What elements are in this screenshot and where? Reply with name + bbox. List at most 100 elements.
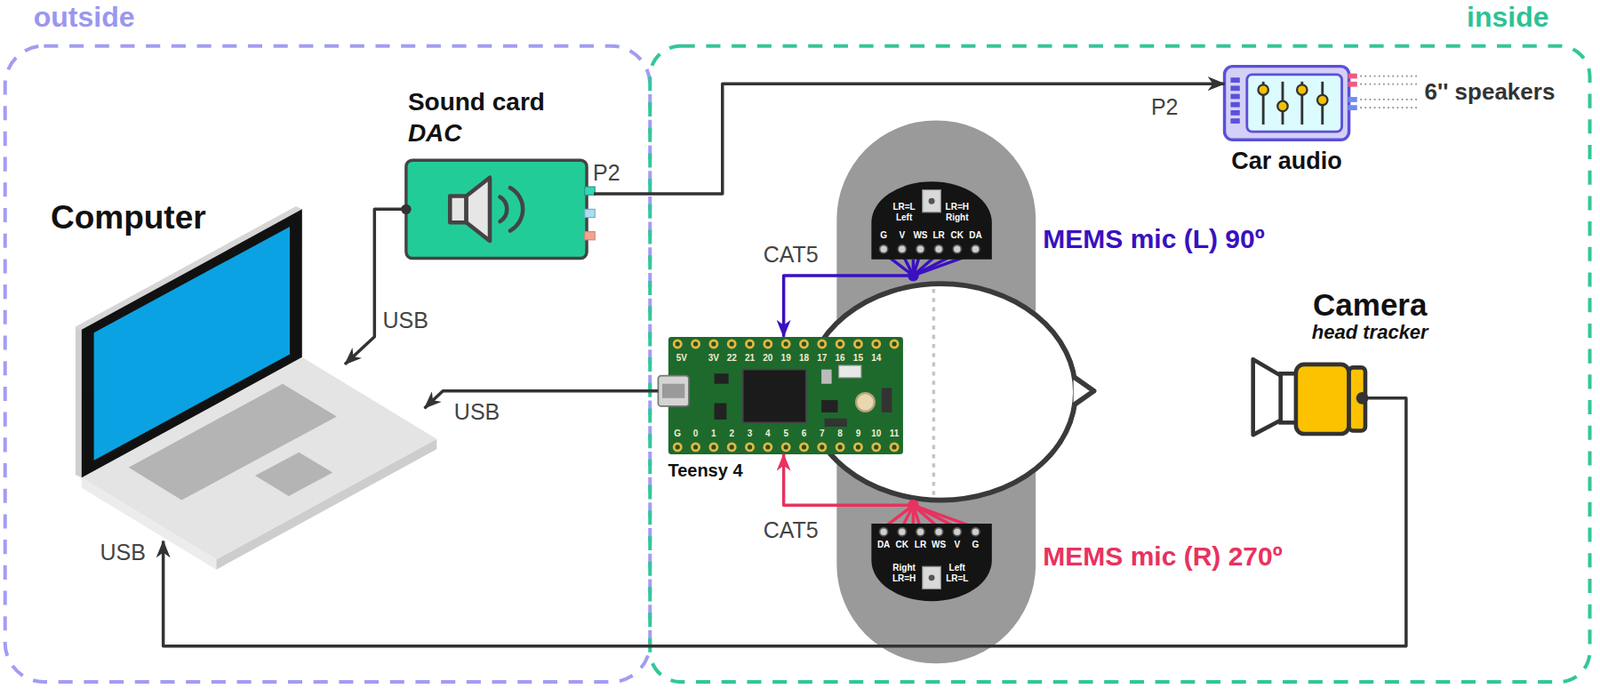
speaker-wire (1360, 106, 1418, 109)
label-anchor: 19 (781, 353, 792, 363)
label-anchor: CK (951, 231, 964, 240)
pin-number: 1 (711, 429, 717, 439)
pin-number: 20 (762, 353, 773, 363)
pin-number: 5V (676, 353, 688, 363)
label-anchor: G (880, 231, 888, 240)
pin-hole (782, 340, 790, 348)
label-anchor: 20 (762, 353, 773, 363)
label-anchor: 10 (871, 429, 881, 439)
pin-hole (897, 528, 906, 536)
label-anchor: 2 (728, 429, 735, 439)
processor-chip (743, 369, 807, 424)
port (584, 208, 595, 217)
pin-hole (800, 340, 808, 348)
label-anchor: 16 (835, 353, 846, 363)
pin-hole (710, 443, 718, 451)
pin-number: 5 (783, 429, 789, 439)
node-subtitle: head tracker (1312, 321, 1429, 344)
mic-port (928, 198, 936, 205)
label-anchor: LR=L (945, 574, 968, 584)
pin-hole (746, 443, 754, 451)
mic-board: MEMS mic (R) 270º (871, 523, 992, 601)
sound-card-box (406, 160, 587, 258)
computer: Computer (75, 204, 437, 572)
pin-number: 3V (708, 353, 720, 363)
label-anchor: 4 (765, 429, 771, 439)
pin-number: 22 (727, 353, 737, 363)
edge-label: USB (100, 540, 146, 566)
pin-hole (836, 443, 844, 451)
pin-hole (872, 340, 880, 348)
label-anchor: Right (945, 213, 969, 223)
laptop-lid-side (75, 326, 82, 478)
led (1230, 118, 1240, 124)
pin-hole (890, 443, 898, 451)
pin-name: WS (931, 540, 946, 550)
label-anchor: LR=H (892, 574, 916, 584)
usb-connector (657, 376, 688, 407)
node-title: Car audio (1231, 147, 1343, 175)
slider-knob (1317, 95, 1328, 105)
label-anchor: 7 (819, 429, 825, 439)
pin-hole (890, 340, 898, 348)
node-subtitle: DAC (408, 117, 545, 150)
pin-number: 16 (835, 353, 846, 363)
text-group: MEMS mic (R) 270º (1042, 541, 1282, 572)
pin-number: 4 (765, 429, 771, 439)
sound-card: Sound cardDAC (406, 160, 594, 258)
slider-knob (1296, 84, 1307, 95)
label-anchor: 0 (693, 429, 699, 439)
node-title: Teensy 4 (667, 460, 743, 480)
connector (784, 259, 914, 337)
pin-number: 9 (856, 429, 862, 439)
led (1230, 102, 1240, 108)
pin-hole (836, 340, 844, 348)
pin-name: LR (932, 231, 944, 240)
pin-hole (880, 528, 888, 536)
pin-hole (764, 443, 772, 451)
pin-hole (746, 340, 754, 348)
label-anchor: 18 (799, 353, 809, 363)
label-anchor: V (898, 231, 905, 240)
text-group: Computer (50, 199, 207, 236)
mic-port (928, 574, 936, 581)
port (584, 186, 595, 195)
pin-number: 7 (819, 429, 825, 439)
label-anchor: 11 (889, 429, 900, 439)
label-anchor: CAT5 (763, 518, 819, 544)
label-anchor: LR=H (945, 202, 969, 212)
pin-name: DA (877, 540, 890, 550)
mic-pins (880, 528, 980, 536)
label-anchor: DA (877, 540, 890, 550)
pin-number: 11 (889, 429, 900, 439)
node-title: Computer (50, 199, 207, 236)
pin-hole (764, 340, 772, 348)
pin-hole (935, 245, 944, 254)
port (1347, 81, 1357, 88)
label-anchor: USB (100, 540, 146, 566)
component (881, 387, 892, 413)
port (584, 232, 595, 240)
label-anchor: Right (892, 563, 916, 573)
led (1230, 77, 1240, 83)
label-anchor: G (673, 429, 681, 439)
label-anchor: 15 (853, 353, 864, 363)
edge-label: CAT5 (763, 242, 819, 268)
label-anchor: Left (896, 213, 912, 223)
sound-wave (510, 187, 523, 231)
car-audio: Car audio (1224, 66, 1350, 141)
label-anchor: P2 (592, 160, 621, 186)
pin-hole (818, 443, 826, 451)
pin-hole (673, 340, 681, 348)
usb-connector (662, 384, 685, 399)
led (1230, 110, 1240, 116)
pin-hole (692, 340, 700, 348)
pin-hole (897, 245, 906, 254)
pin-hole (782, 443, 790, 451)
pin-hole (935, 528, 944, 536)
label-anchor: 14 (871, 353, 881, 363)
pin-number: 8 (837, 429, 843, 439)
speaker-wire (1360, 75, 1418, 78)
